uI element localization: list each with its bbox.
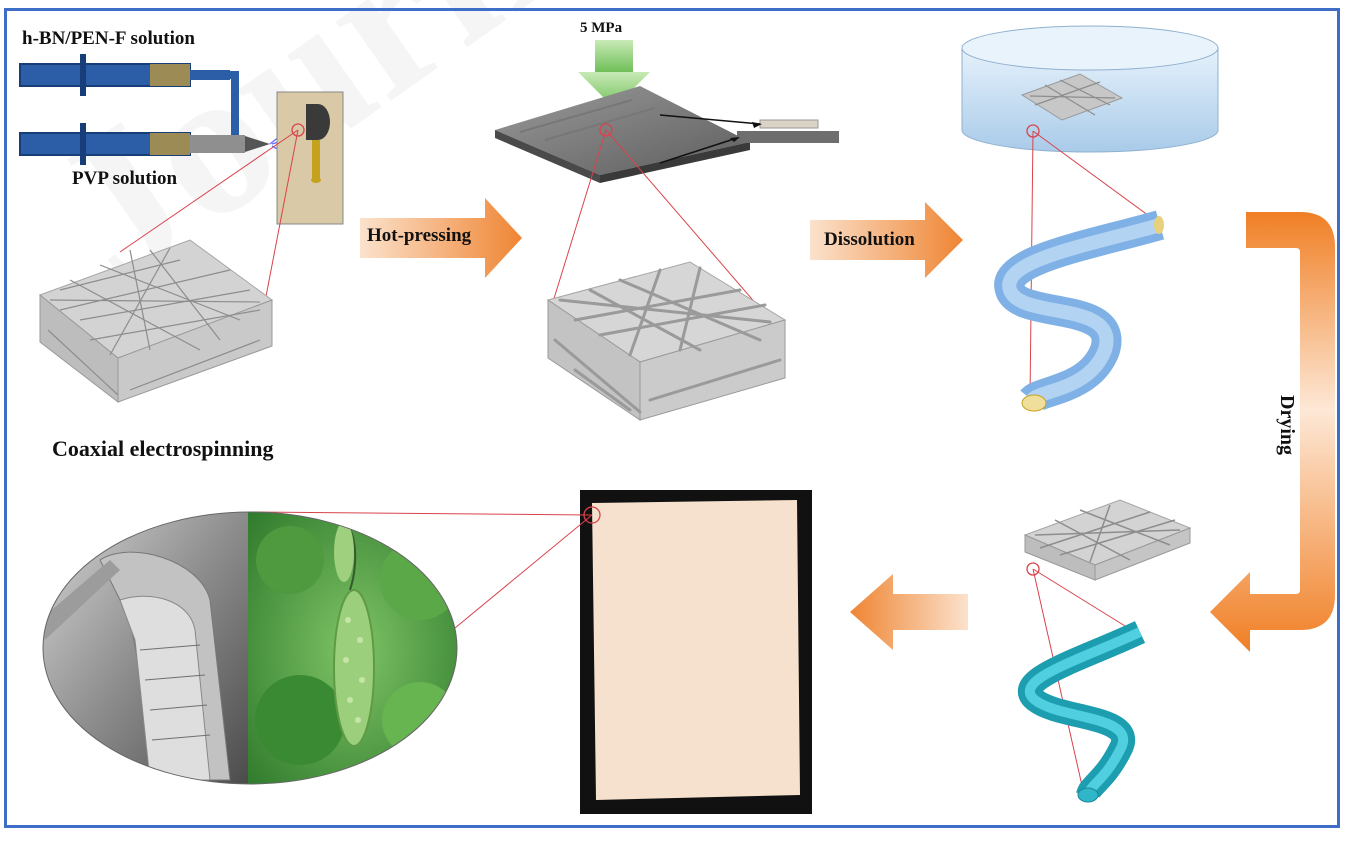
arrow-to-film [850,574,968,650]
dissolution-beaker [961,25,1219,399]
hot-pressing-label: Hot-pressing [367,225,472,246]
pvp-core-shell-fiber [994,210,1165,412]
pressure-arrow [595,40,633,72]
electrospinning-apparatus [19,54,344,313]
pressure-label: 5 MPa [580,20,623,36]
hot-press-apparatus [495,40,839,336]
pvp-solution-label: PVP solution [72,168,178,189]
drying-label: Drying [1276,395,1298,455]
arrow-dissolution [810,202,963,278]
bitter-gourd [333,589,375,747]
press-plate [495,86,750,175]
figure-frame [4,8,1340,828]
fiber-mat-pressed [546,261,787,421]
coaxial-label: Coaxial electrospinning [52,436,274,461]
arrow-hot-pressing [360,198,522,278]
arrow-drying [1210,212,1335,652]
hollow-fiber [1018,621,1146,803]
fiber-mat-dried [1023,499,1192,791]
film-photo [249,490,812,814]
hbn-solution-label: h-BN/PEN-F solution [22,28,195,49]
fiber-mat-electrospun [38,239,274,404]
dissolution-label: Dissolution [824,229,915,250]
